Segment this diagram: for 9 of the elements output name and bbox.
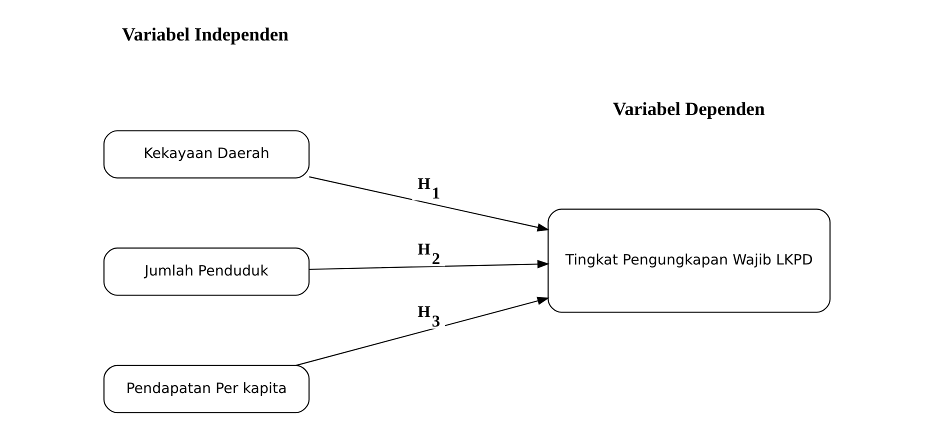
arrow xyxy=(309,259,550,270)
arrow xyxy=(309,176,550,232)
node-box: Kekayaan Daerah xyxy=(103,130,310,178)
node-box: Pendapatan Per kapita xyxy=(103,364,310,413)
label: Variabel Independen xyxy=(122,24,289,45)
node-box: Jumlah Penduduk xyxy=(103,247,310,296)
arrow xyxy=(296,296,550,366)
label: Variabel Dependen xyxy=(612,98,765,120)
node-box: Tingkat Pengungkapan Wajib LKPD xyxy=(548,208,831,312)
